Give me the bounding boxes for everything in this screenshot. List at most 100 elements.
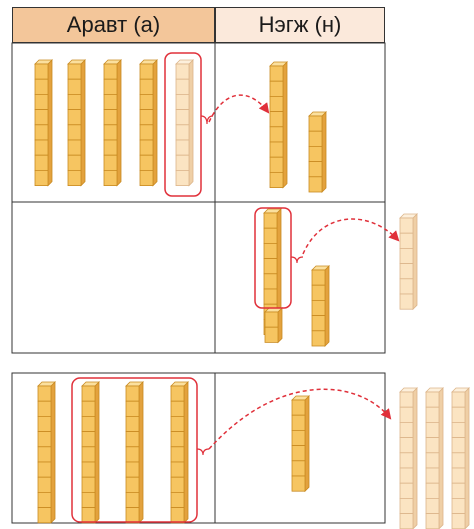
unit-cube: [125, 400, 140, 417]
unit-cube: [175, 63, 190, 80]
unit-cube: [425, 421, 440, 438]
table-top-frame: [11, 42, 386, 354]
unit-cube: [175, 139, 190, 156]
tens-rod: [175, 59, 194, 187]
table-grid: [11, 42, 386, 524]
unit-cube: [170, 431, 185, 448]
moved-rod: [425, 387, 444, 529]
arrow: [208, 94, 270, 123]
moved-rod: [399, 387, 418, 529]
rod-side-face: [304, 395, 310, 493]
unit-cube: [103, 139, 118, 156]
ones-rod: [269, 61, 288, 189]
rod-side-face: [116, 59, 122, 187]
rod-side-face: [47, 59, 53, 187]
unit-cube: [175, 78, 190, 95]
unit-cube: [37, 431, 52, 448]
unit-cube: [103, 78, 118, 95]
unit-cube: [37, 491, 52, 508]
unit-cube: [175, 154, 190, 171]
unit-cube: [103, 94, 118, 111]
unit-cube: [308, 145, 323, 162]
unit-cube: [399, 232, 414, 249]
unit-cube: [139, 169, 154, 186]
rod-side-face: [464, 387, 470, 529]
unit-cube: [67, 154, 82, 171]
header-tens-label: Аравт (а): [66, 12, 161, 37]
rod-side-face: [277, 307, 283, 344]
unit-cube: [399, 421, 414, 438]
unit-cube: [451, 391, 466, 408]
unit-cube: [125, 415, 140, 432]
ones-rod: [291, 395, 310, 493]
unit-cube: [34, 169, 49, 186]
unit-cube: [399, 406, 414, 423]
unit-cube: [451, 437, 466, 454]
unit-cube: [263, 288, 278, 305]
rod-side-face: [282, 61, 288, 189]
unit-cube: [103, 109, 118, 126]
unit-cube: [125, 476, 140, 493]
unit-cube: [37, 446, 52, 463]
unit-cube: [311, 330, 326, 347]
rod-side-face: [438, 387, 444, 529]
unit-cube: [103, 63, 118, 80]
tens-rod: [37, 381, 56, 524]
unit-cube: [175, 94, 190, 111]
unit-cube: [263, 212, 278, 229]
unit-cube: [170, 385, 185, 402]
unit-cube: [291, 460, 306, 477]
unit-cube: [34, 63, 49, 80]
unit-cube: [125, 446, 140, 463]
unit-cube: [451, 482, 466, 499]
highlights-layer: [71, 52, 400, 523]
unit-cube: [308, 115, 323, 132]
unit-cube: [67, 78, 82, 95]
unit-cube: [399, 278, 414, 295]
unit-cube: [103, 154, 118, 171]
unit-cube: [311, 299, 326, 316]
unit-cube: [399, 497, 414, 514]
unit-cube: [125, 461, 140, 478]
rods-layer: [34, 59, 470, 529]
unit-cube: [170, 507, 185, 524]
rod-side-face: [94, 381, 100, 524]
unit-cube: [308, 130, 323, 147]
unit-cube: [399, 293, 414, 310]
unit-cube: [291, 475, 306, 492]
unit-cube: [139, 139, 154, 156]
unit-cube: [81, 400, 96, 417]
unit-cube: [269, 96, 284, 113]
unit-cube: [81, 491, 96, 508]
unit-cube: [399, 391, 414, 408]
unit-cube: [451, 452, 466, 469]
rod-side-face: [188, 59, 194, 187]
rod-side-face: [138, 381, 144, 524]
unit-cube: [269, 171, 284, 188]
unit-cube: [425, 406, 440, 423]
unit-cube: [125, 431, 140, 448]
unit-cube: [451, 421, 466, 438]
unit-cube: [67, 63, 82, 80]
unit-cube: [81, 446, 96, 463]
unit-cube: [170, 491, 185, 508]
unit-cube: [425, 497, 440, 514]
unit-cube: [125, 507, 140, 524]
unit-cube: [425, 482, 440, 499]
tens-rod: [81, 381, 100, 524]
unit-cube: [34, 94, 49, 111]
unit-cube: [34, 78, 49, 95]
unit-cube: [399, 482, 414, 499]
highlight-box: [71, 377, 198, 523]
unit-cube: [451, 513, 466, 529]
unit-cube: [451, 497, 466, 514]
unit-cube: [37, 415, 52, 432]
unit-cube: [308, 161, 323, 178]
tens-rod: [103, 59, 122, 187]
unit-cube: [37, 461, 52, 478]
unit-cube: [399, 263, 414, 280]
unit-cube: [291, 445, 306, 462]
unit-cube: [139, 78, 154, 95]
unit-cube: [269, 156, 284, 173]
rod-side-face: [183, 381, 189, 524]
